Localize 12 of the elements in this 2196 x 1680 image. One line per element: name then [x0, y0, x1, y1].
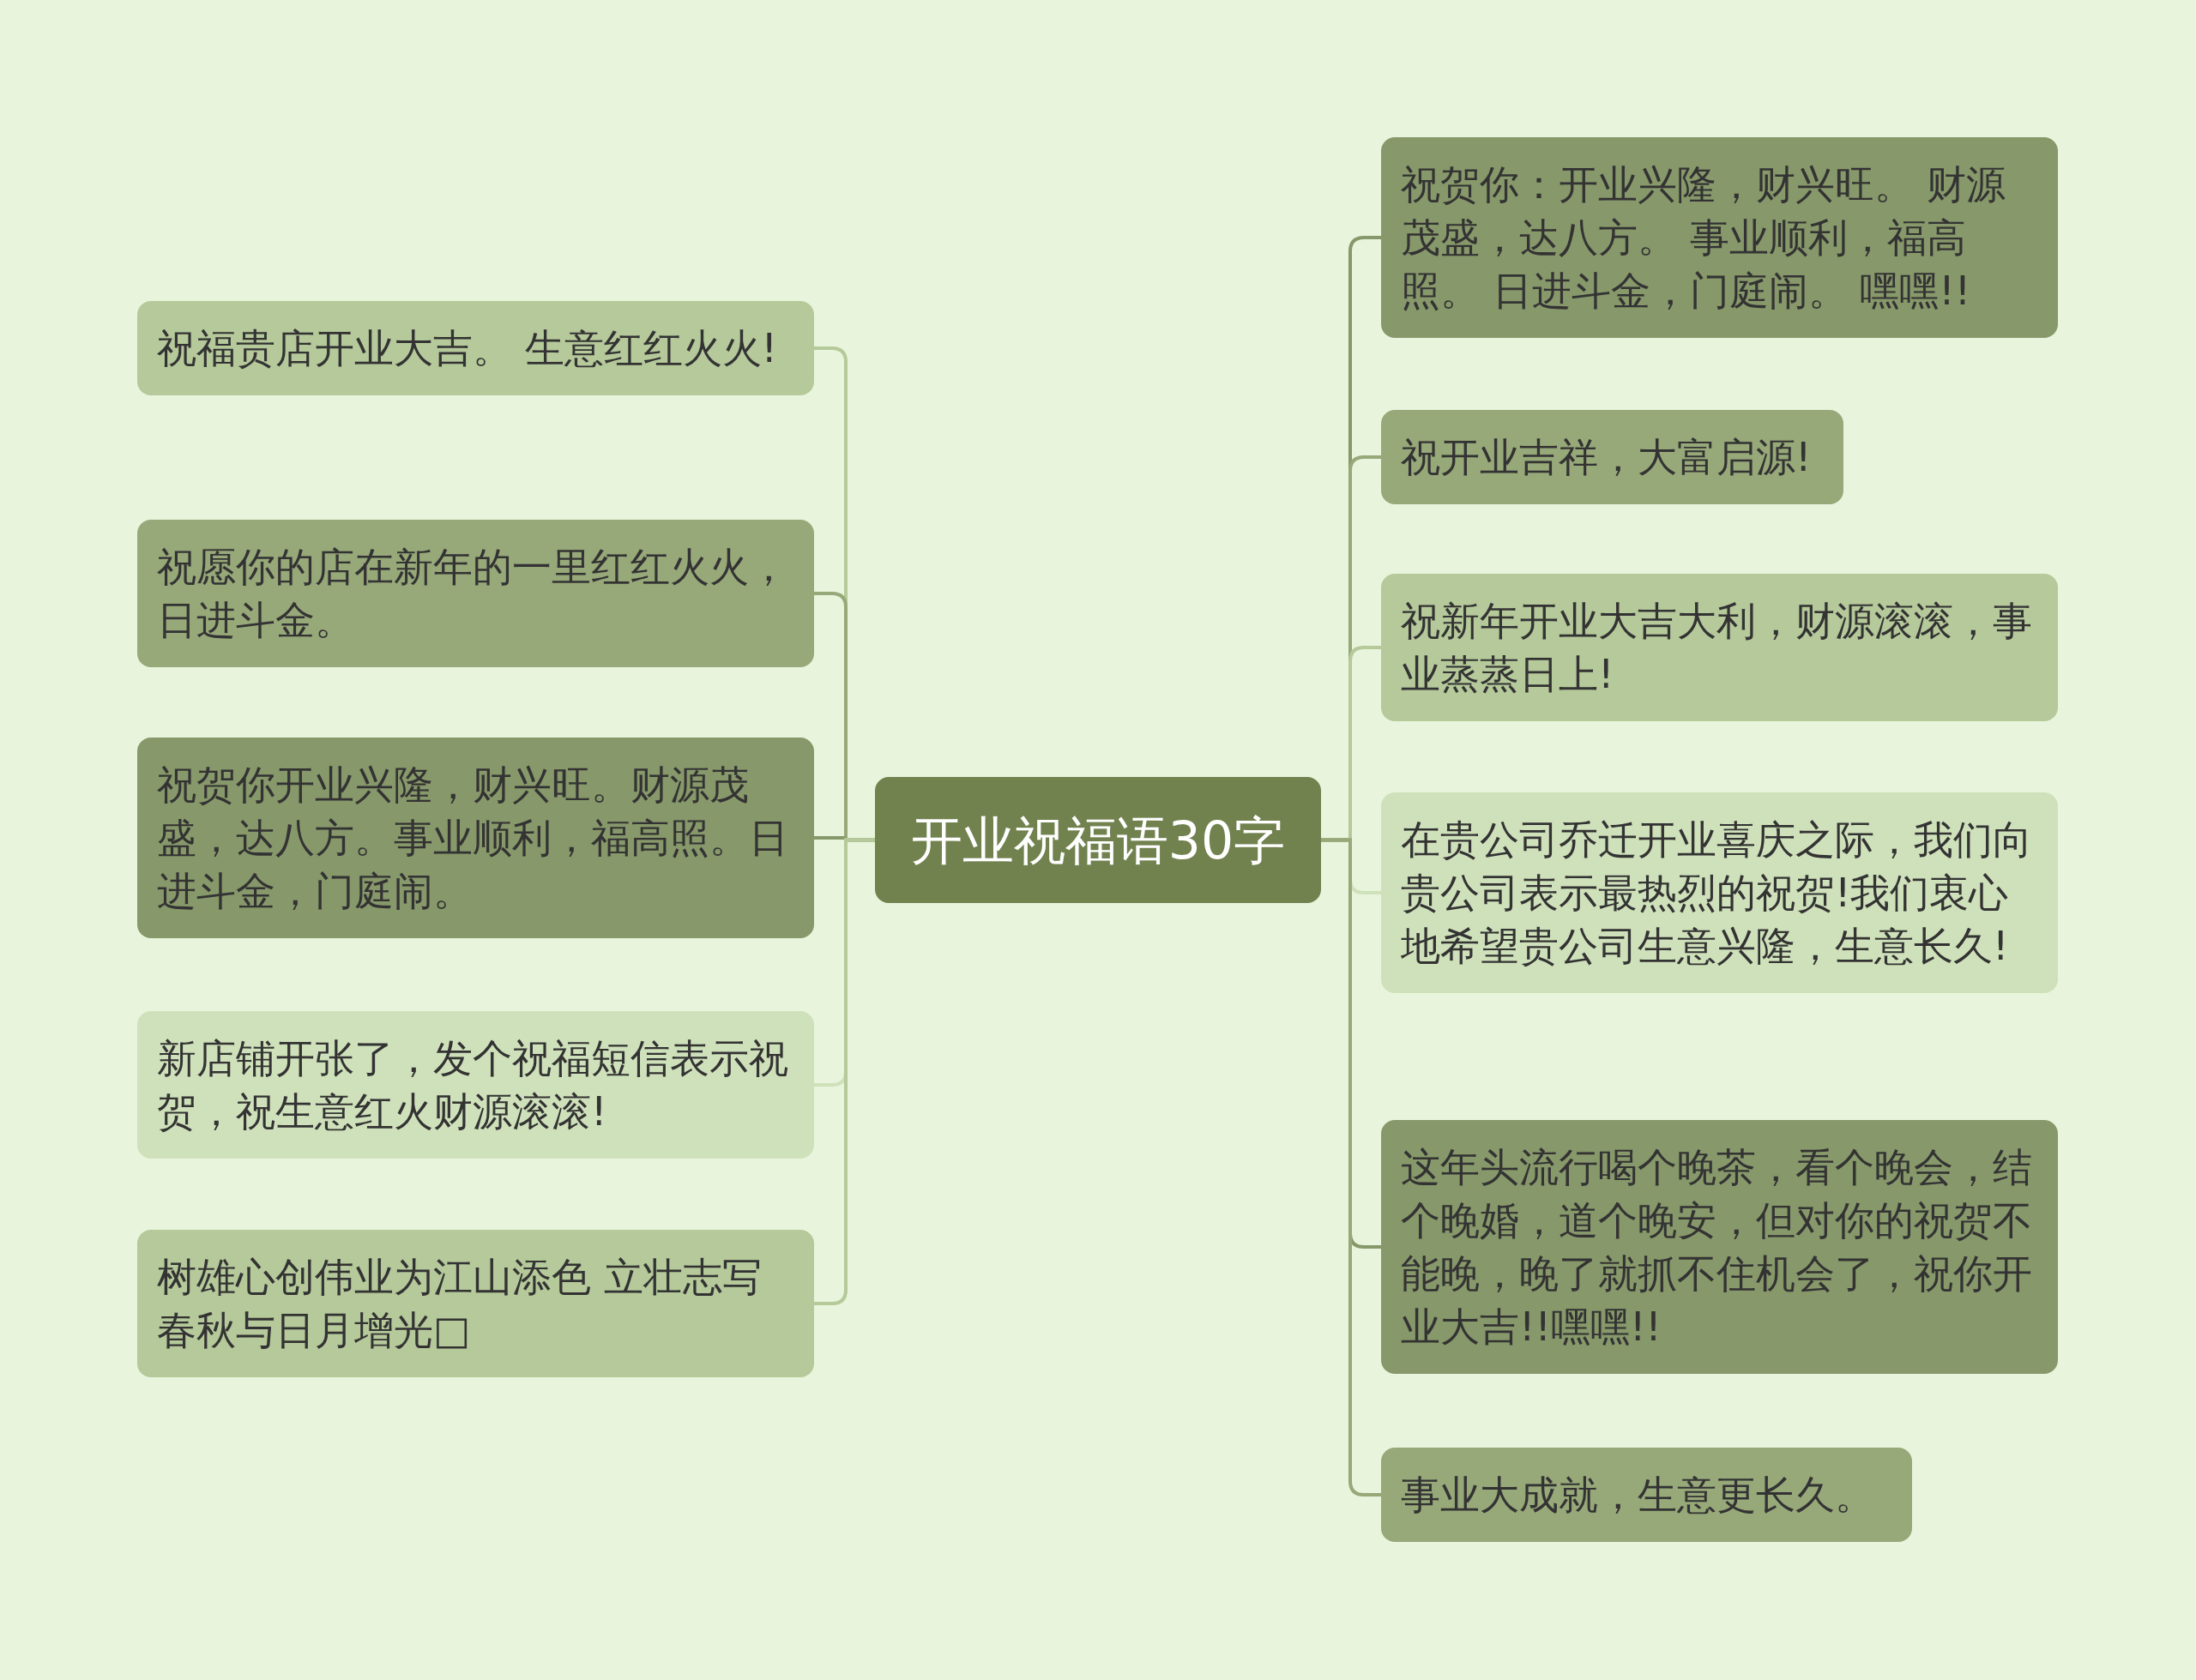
branch-topic: 祝贺你：开业兴隆，财兴旺。 财源茂盛，达八方。 事业顺利，福高照。 日进斗金，门庭闹。 嘿嘿!!	[1381, 137, 2058, 338]
branch-topic: 树雄心创伟业为江山添色 立壮志写春秋与日月增光□	[137, 1230, 814, 1377]
branch-topic: 在贵公司乔迁开业喜庆之际，我们向贵公司表示最热烈的祝贺!我们衷心地希望贵公司生意兴隆，生意长久!	[1381, 792, 2058, 993]
branch-topic: 祝开业吉祥，大富启源!	[1381, 410, 1843, 504]
branch-topic: 祝福贵店开业大吉。 生意红红火火!	[137, 301, 814, 395]
branch-topic: 事业大成就，生意更长久。	[1381, 1448, 1912, 1542]
branch-topic: 祝愿你的店在新年的一里红红火火，日进斗金。	[137, 520, 814, 667]
branch-topic: 祝贺你开业兴隆，财兴旺。财源茂盛，达八方。事业顺利，福高照。日进斗金，门庭闹。	[137, 738, 814, 938]
branch-topic: 这年头流行喝个晚茶，看个晚会，结个晚婚，道个晚安，但对你的祝贺不能晚，晚了就抓不住机会了，祝你开业大吉!!嘿嘿!!	[1381, 1120, 2058, 1374]
central-topic: 开业祝福语30字	[875, 777, 1321, 903]
branch-topic: 祝新年开业大吉大利，财源滚滚，事业蒸蒸日上!	[1381, 574, 2058, 721]
branch-topic: 新店铺开张了，发个祝福短信表示祝贺，祝生意红火财源滚滚!	[137, 1011, 814, 1159]
